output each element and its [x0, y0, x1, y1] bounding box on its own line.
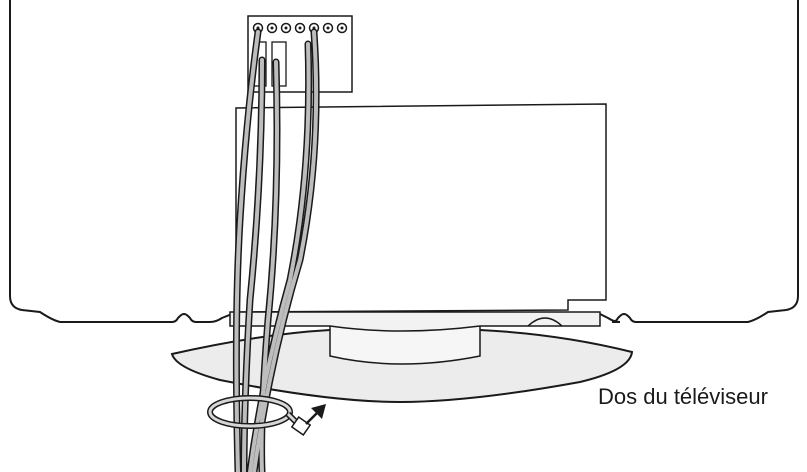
release-arrow-icon: [305, 404, 326, 425]
stand-top-plate: [229, 311, 601, 332]
cable: [242, 58, 264, 472]
stand-notch: [527, 317, 563, 327]
cable-bundle: [232, 28, 320, 472]
tie-clasp: [290, 416, 312, 436]
cable: [234, 30, 260, 472]
tv-back-caption: Dos du téléviseur: [598, 384, 768, 409]
stand-neck: [329, 322, 481, 365]
cable: [248, 42, 311, 472]
cable-tie: [207, 395, 312, 436]
